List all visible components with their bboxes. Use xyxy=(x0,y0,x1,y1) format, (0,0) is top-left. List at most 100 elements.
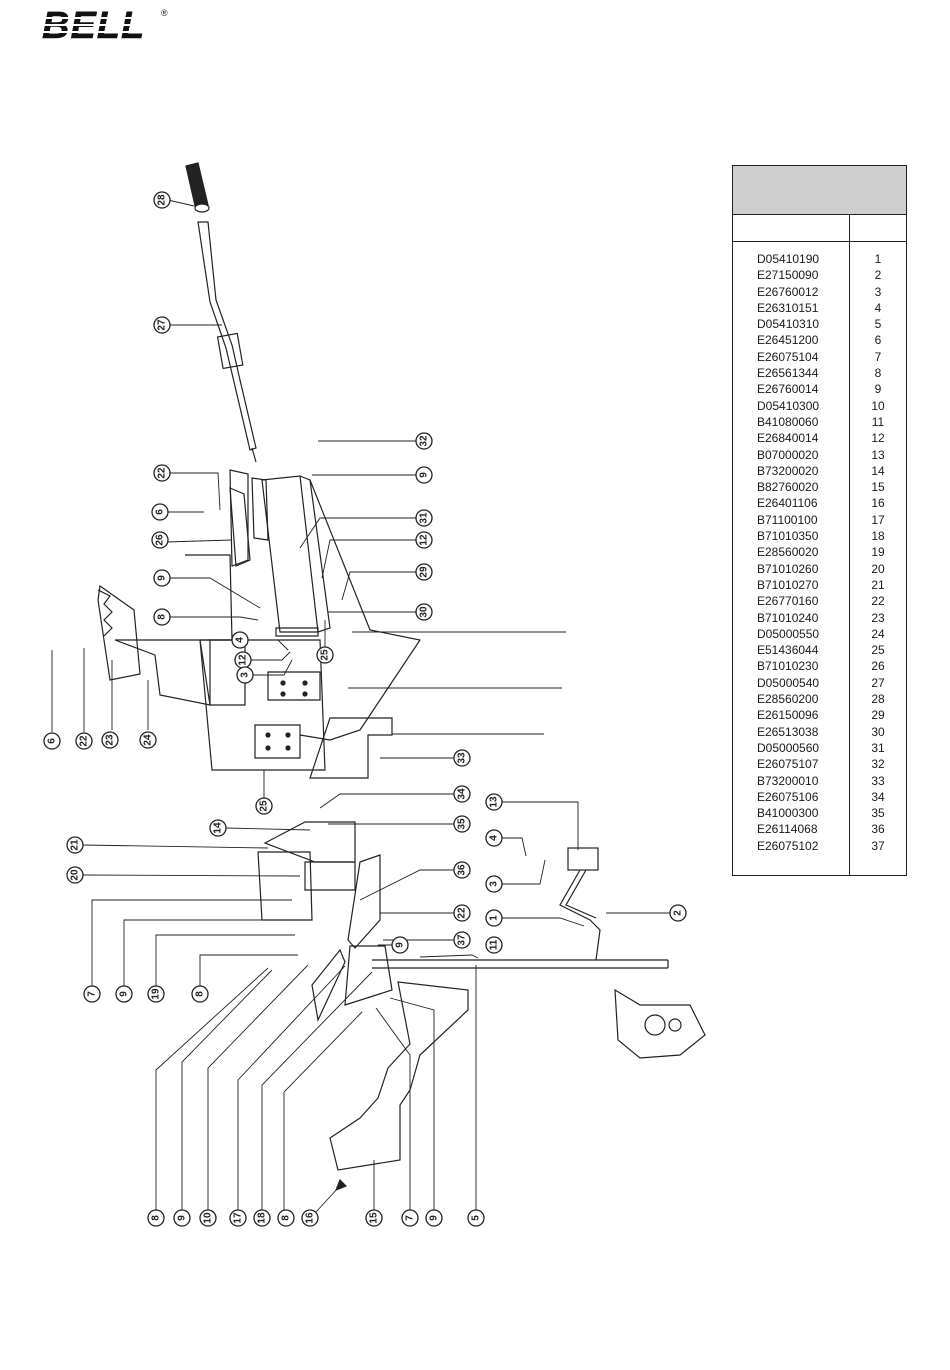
callout-7: 7 xyxy=(401,1209,419,1227)
part-code: E51436044 xyxy=(757,643,819,658)
item-number: 13 xyxy=(871,447,885,462)
callout-label: 9 xyxy=(395,942,406,948)
item-number: 27 xyxy=(871,675,885,690)
part-code: E26451200 xyxy=(757,333,819,348)
item-number: 20 xyxy=(871,561,885,576)
part-code: B71010240 xyxy=(757,610,819,625)
callout-label: 14 xyxy=(213,822,224,834)
part-code: B71010270 xyxy=(757,577,819,592)
part-code: D05000540 xyxy=(757,675,820,690)
callout-label: 37 xyxy=(457,934,468,946)
callout-label: 3 xyxy=(489,881,500,887)
callout-29: 29 xyxy=(415,563,433,581)
callout-12: 12 xyxy=(234,651,252,669)
part-code: E26561344 xyxy=(757,366,819,381)
callout-label: 9 xyxy=(119,991,130,997)
callout-10: 10 xyxy=(199,1209,217,1227)
callout-20: 20 xyxy=(66,866,84,884)
part-code: B71010350 xyxy=(757,529,819,544)
part-code: E28560020 xyxy=(757,545,819,560)
item-number: 29 xyxy=(871,708,885,723)
part-code: B71010230 xyxy=(757,659,819,674)
callout-9: 9 xyxy=(153,569,171,587)
part-code: E26075102 xyxy=(757,838,819,853)
callout-36: 36 xyxy=(453,861,471,879)
item-number: 26 xyxy=(871,659,885,674)
callout-25: 25 xyxy=(316,646,334,664)
item-number: 19 xyxy=(871,545,885,560)
item-number: 11 xyxy=(871,414,885,429)
item-number: 8 xyxy=(874,366,882,381)
callout-8: 8 xyxy=(147,1209,165,1227)
callout-label: 6 xyxy=(155,509,166,515)
box-bracket xyxy=(309,717,393,779)
callout-label: 12 xyxy=(238,654,249,666)
guide-lines xyxy=(348,631,566,735)
item-number: 30 xyxy=(871,724,885,739)
part-code: E26310151 xyxy=(757,300,819,315)
part-code: D05410190 xyxy=(757,252,820,266)
callout-8: 8 xyxy=(191,985,209,1003)
part-code: B73200010 xyxy=(757,773,819,788)
callout-8: 8 xyxy=(277,1209,295,1227)
callout-label: 27 xyxy=(157,319,168,331)
item-number: 21 xyxy=(871,577,885,592)
item-number: 12 xyxy=(871,431,885,446)
item-number: 17 xyxy=(871,512,885,527)
callout-label: 34 xyxy=(457,788,468,800)
parts-row: B71010270 21 xyxy=(733,577,906,593)
item-number: 7 xyxy=(874,349,882,364)
callout-37: 37 xyxy=(453,931,471,949)
callout-label: 30 xyxy=(419,606,430,618)
callout-14: 14 xyxy=(209,819,227,837)
serrated-plate xyxy=(97,487,251,681)
registered-mark: ® xyxy=(161,8,168,18)
part-code: E26075106 xyxy=(757,789,819,804)
callout-9: 9 xyxy=(425,1209,443,1227)
control-rod xyxy=(372,959,669,969)
callout-7: 7 xyxy=(83,985,101,1003)
callout-label: 35 xyxy=(457,818,468,830)
callout-label: 15 xyxy=(369,1212,380,1224)
callout-label: 26 xyxy=(155,534,166,546)
callout-label: 25 xyxy=(320,649,331,661)
callout-label: 8 xyxy=(151,1215,162,1221)
callout-label: 7 xyxy=(87,991,98,997)
callout-label: 36 xyxy=(457,864,468,876)
callout-label: 21 xyxy=(70,839,81,851)
item-number: 9 xyxy=(874,382,882,397)
part-code: E28560200 xyxy=(757,692,819,707)
callout-17: 17 xyxy=(229,1209,247,1227)
part-code: E26770160 xyxy=(757,594,819,609)
parts-row: B73200010 33 xyxy=(733,773,906,789)
callout-33: 33 xyxy=(453,749,471,767)
callout-22: 22 xyxy=(153,464,171,482)
callout-label: 16 xyxy=(305,1212,316,1224)
callout-label: 13 xyxy=(489,796,500,808)
callout-6: 6 xyxy=(43,732,61,750)
part-code: E26150096 xyxy=(757,708,819,723)
callout-1: 1 xyxy=(485,909,503,927)
parts-row: E26150096 29 xyxy=(733,707,906,723)
part-code: E26075104 xyxy=(757,349,819,364)
parts-row: D05000540 27 xyxy=(733,675,906,691)
callout-label: 4 xyxy=(489,835,500,841)
item-number: 32 xyxy=(871,757,885,772)
item-number: 33 xyxy=(871,773,885,788)
item-number: 36 xyxy=(871,822,885,837)
callout-label: 22 xyxy=(457,907,468,919)
item-number: 31 xyxy=(871,740,885,755)
